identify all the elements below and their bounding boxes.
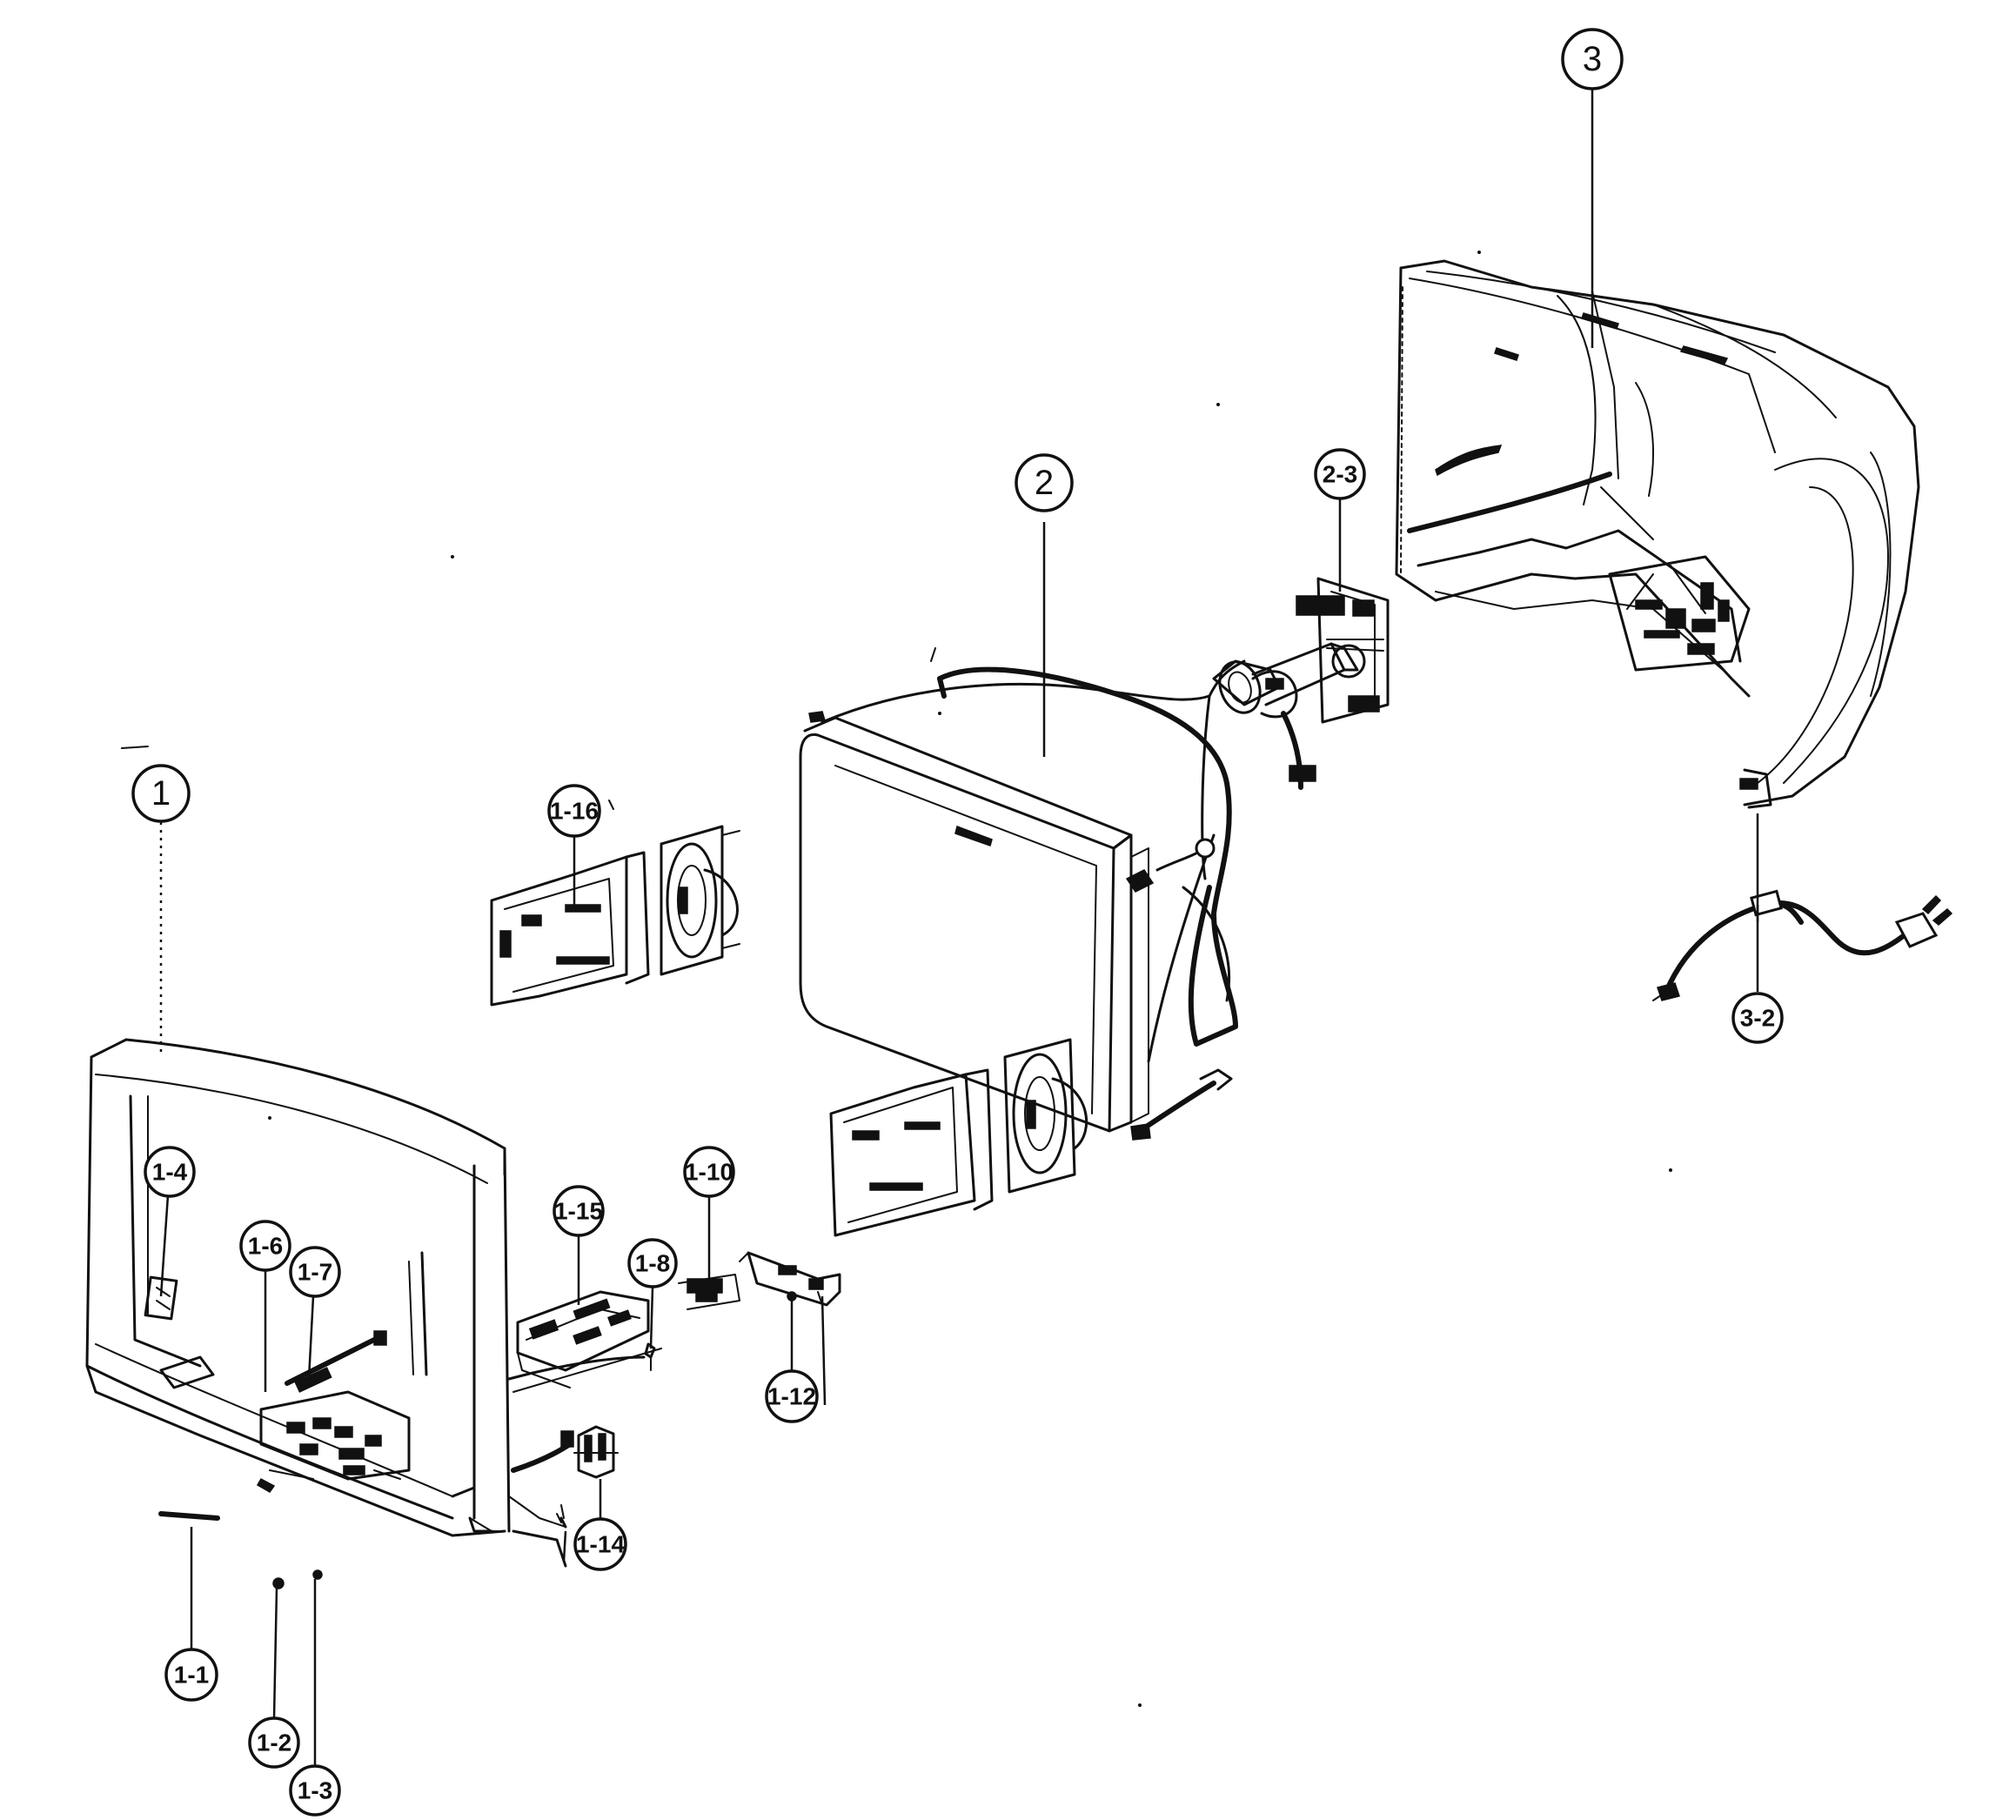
callout-1-7-label: 1-7 xyxy=(298,1259,332,1286)
lower-speaker-assembly xyxy=(829,1038,1088,1237)
picture-tube xyxy=(799,642,1359,1141)
neck-board xyxy=(1296,577,1390,724)
bracket-1-14 xyxy=(573,1425,619,1479)
leader-lines xyxy=(159,78,1759,1766)
front-cabinet xyxy=(85,1038,662,1589)
callout-2: 2 xyxy=(1015,453,1074,512)
callout-1-6-label: 1-6 xyxy=(248,1233,283,1260)
rear-cabinet xyxy=(1395,259,1920,809)
power-cord xyxy=(1652,889,1953,1001)
small-pcb-parts xyxy=(678,1251,841,1310)
callout-2-label: 2 xyxy=(1035,464,1054,502)
callout-1: 1 xyxy=(131,764,191,823)
callout-2-3: 2-3 xyxy=(1314,448,1366,500)
control-board xyxy=(516,1290,650,1388)
callout-1-16: 1-16 xyxy=(547,784,601,838)
callout-3-label: 3 xyxy=(1583,40,1602,78)
upper-speaker-assembly xyxy=(490,825,740,1007)
callout-1-3-label: 1-3 xyxy=(298,1777,332,1804)
callout-2-3-label: 2-3 xyxy=(1323,461,1357,488)
screws xyxy=(559,1342,656,1529)
callout-1-8-label: 1-8 xyxy=(635,1250,670,1277)
callout-1-14: 1-14 xyxy=(573,1517,627,1571)
callout-1-12-label: 1-12 xyxy=(767,1383,816,1410)
callout-1-12: 1-12 xyxy=(765,1369,819,1423)
callout-1-1: 1-1 xyxy=(164,1648,218,1702)
callout-3-2: 3-2 xyxy=(1731,992,1784,1044)
callout-1-10-label: 1-10 xyxy=(685,1159,733,1186)
callout-1-15-label: 1-15 xyxy=(554,1198,603,1225)
scan-specks xyxy=(121,251,1672,1707)
callout-1-3: 1-3 xyxy=(289,1764,341,1817)
callout-1-8: 1-8 xyxy=(627,1238,678,1288)
callout-3-2-label: 3-2 xyxy=(1740,1005,1775,1032)
callout-1-2: 1-2 xyxy=(248,1716,300,1769)
callout-1-14-label: 1-14 xyxy=(576,1531,625,1558)
callout-1-15: 1-15 xyxy=(553,1185,605,1237)
callout-1-1-label: 1-1 xyxy=(174,1662,209,1689)
callout-1-2-label: 1-2 xyxy=(257,1730,291,1756)
callout-1-7: 1-7 xyxy=(289,1246,341,1298)
callout-3: 3 xyxy=(1561,28,1624,90)
callout-1-16-label: 1-16 xyxy=(550,798,599,825)
callout-1-label: 1 xyxy=(151,774,171,813)
callout-1-4: 1-4 xyxy=(144,1146,196,1198)
callout-1-6: 1-6 xyxy=(239,1220,291,1272)
callout-1-10: 1-10 xyxy=(683,1146,735,1198)
callout-1-4-label: 1-4 xyxy=(152,1159,188,1186)
